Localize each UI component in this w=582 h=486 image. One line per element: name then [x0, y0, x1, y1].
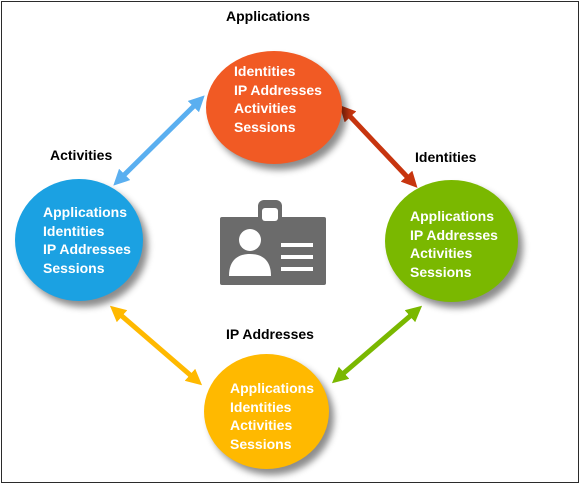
- list-item: Identities: [234, 63, 296, 79]
- list-item: Activities: [410, 245, 473, 261]
- circle-applications-labels: Identities IP Addresses Activities Sessi…: [234, 62, 322, 136]
- circle-applications: [206, 51, 342, 164]
- id-badge-icon: [220, 200, 326, 285]
- list-item: Sessions: [230, 435, 292, 452]
- list-item: Identities: [43, 222, 105, 239]
- arrow-left-bottom: [109, 305, 203, 386]
- heading-ip-addresses: IP Addresses: [226, 326, 314, 342]
- heading-identities: Identities: [415, 149, 477, 165]
- circle-identities-labels: Applications IP Addresses Activities Ses…: [410, 207, 498, 281]
- heading-applications: Applications: [226, 8, 311, 24]
- list-item: IP Addresses: [43, 241, 131, 257]
- list-item: Applications: [410, 208, 495, 224]
- arrow-top-right: [339, 105, 418, 188]
- list-item: Applications: [230, 380, 315, 396]
- list-item: Activities: [230, 417, 293, 433]
- list-item: Applications: [43, 204, 128, 220]
- list-item: IP Addresses: [234, 81, 322, 98]
- circle-activities: [15, 179, 143, 301]
- list-item: Sessions: [410, 263, 472, 280]
- list-item: Identities: [230, 398, 292, 415]
- list-item: Sessions: [43, 259, 105, 276]
- heading-activities: Activities: [50, 147, 113, 163]
- list-item: Sessions: [234, 118, 296, 135]
- circle-ip-addresses-labels: Applications Identities Activities Sessi…: [230, 379, 314, 453]
- list-item: Activities: [234, 100, 297, 116]
- arrow-top-left: [113, 95, 205, 186]
- arrow-bottom-right: [331, 305, 423, 384]
- circle-activities-labels: Applications Identities IP Addresses Ses…: [43, 203, 131, 277]
- circle-ip-addresses: [204, 354, 329, 469]
- circle-identities: [385, 180, 518, 302]
- list-item: IP Addresses: [410, 226, 498, 243]
